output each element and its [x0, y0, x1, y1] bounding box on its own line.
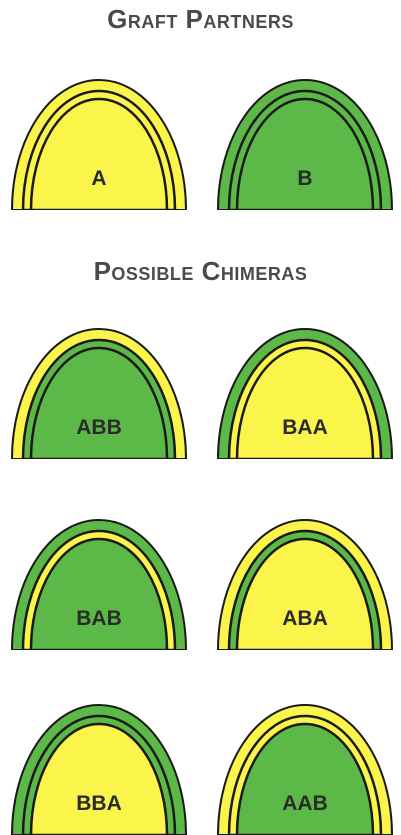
dome-label-chimera-bba: BBA [76, 792, 122, 815]
dome-chimera-aba: ABA [216, 520, 394, 653]
dome-label-chimera-baa: BAA [282, 416, 328, 439]
dome-label-chimera-bab: BAB [76, 607, 122, 630]
dome-label-partner-a: A [91, 167, 106, 190]
dome-base-mask [216, 459, 394, 462]
dome-chimera-baa: BAA [216, 329, 394, 462]
dome-partner-a: A [10, 80, 188, 213]
dome-chimera-bba: BBA [10, 705, 188, 835]
possible-chimeras-heading: Possible Chimeras [0, 256, 401, 287]
dome-base-mask [216, 210, 394, 213]
dome-base-mask [10, 459, 188, 462]
dome-label-chimera-aab: AAB [282, 792, 328, 815]
dome-base-mask [10, 210, 188, 213]
dome-base-mask [216, 650, 394, 653]
dome-base-mask [10, 650, 188, 653]
dome-chimera-abb: ABB [10, 329, 188, 462]
dome-partner-b: B [216, 80, 394, 213]
dome-label-chimera-abb: ABB [76, 416, 122, 439]
dome-chimera-bab: BAB [10, 520, 188, 653]
dome-label-chimera-aba: ABA [282, 607, 328, 630]
dome-chimera-aab: AAB [216, 705, 394, 835]
graft-partners-heading: Graft Partners [0, 4, 401, 35]
dome-label-partner-b: B [297, 167, 312, 190]
